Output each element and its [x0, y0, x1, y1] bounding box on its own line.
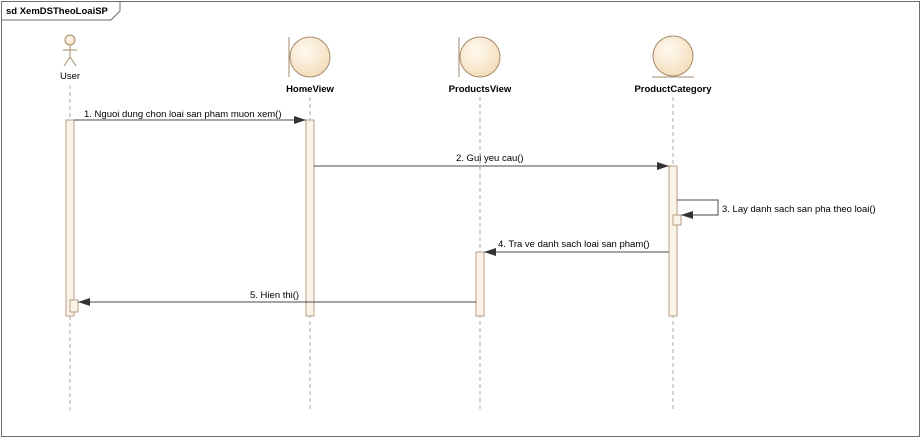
frame-title: sd XemDSTheoLoaiSP — [6, 6, 109, 17]
activation-productcategory — [668, 165, 678, 317]
lifeline-label-user: User — [60, 71, 80, 82]
boundary-homeview-icon — [288, 36, 331, 78]
activation-user-nested — [69, 299, 79, 313]
activation-homeview — [305, 119, 315, 317]
activation-productsview — [475, 251, 485, 317]
lifeline-label-productcategory: ProductCategory — [634, 84, 712, 95]
message-5-arrowhead — [78, 298, 90, 306]
message-3-arrowhead — [681, 211, 693, 219]
messages — [74, 116, 719, 306]
message-4-label: 4. Tra ve danh sach loai san pham() — [498, 239, 650, 250]
message-1-arrowhead — [294, 116, 306, 124]
message-1-label: 1. Nguoi dung chon loai san pham muon xe… — [84, 109, 282, 120]
activation-productcategory-self — [672, 214, 682, 226]
message-2-arrowhead — [657, 162, 669, 170]
entity-productcategory-icon — [652, 35, 694, 78]
lifeline-label-productsview: ProductsView — [449, 84, 512, 95]
frame-label-tab — [1, 1, 121, 21]
message-3-arrow — [677, 199, 719, 216]
message-4-arrowhead — [484, 248, 496, 256]
actor-user-icon — [63, 34, 77, 67]
activation-bars — [65, 119, 682, 317]
message-3-label: 3. Lay danh sach san pha theo loai() — [722, 204, 876, 215]
boundary-productsview-icon — [458, 36, 501, 78]
activation-user — [65, 119, 75, 317]
lifeline-label-homeview: HomeView — [286, 84, 334, 95]
message-5-label: 5. Hien thi() — [250, 290, 299, 301]
message-2-label: 2. Gui yeu cau() — [456, 153, 524, 164]
